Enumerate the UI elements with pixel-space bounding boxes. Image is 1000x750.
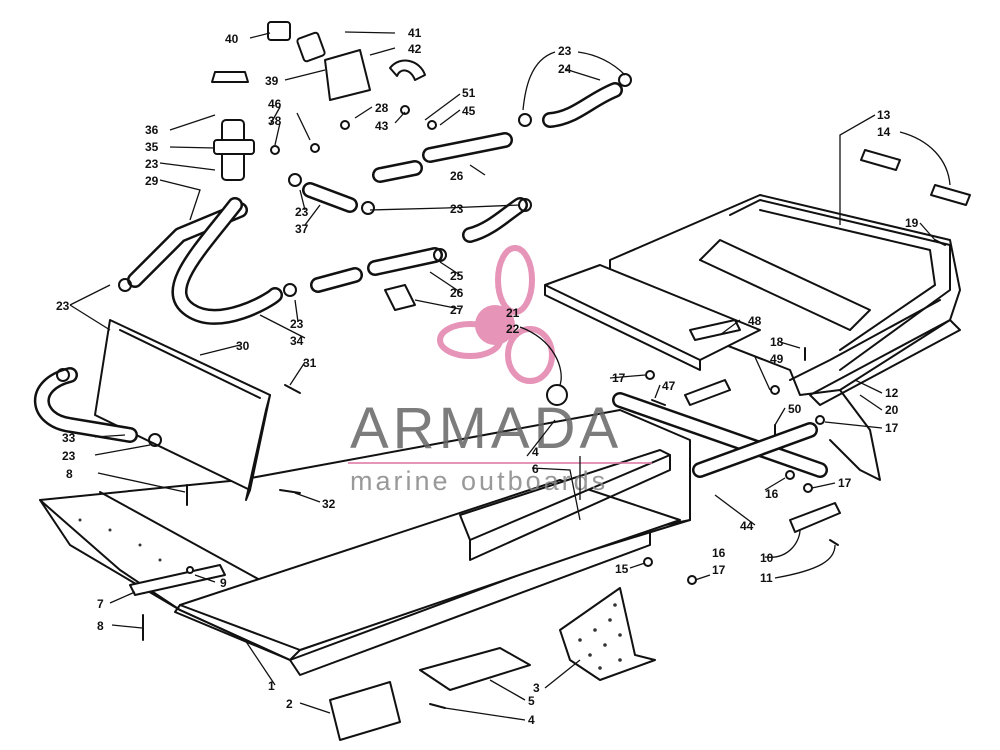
callout-23-f: 23: [56, 299, 70, 313]
callout-29: 29: [145, 174, 159, 188]
callout-50: 50: [788, 402, 802, 416]
callout-10: 10: [760, 551, 774, 565]
callout-47: 47: [662, 379, 676, 393]
callout-2: 2: [286, 697, 293, 711]
callout-49: 49: [770, 352, 784, 366]
callout-18: 18: [770, 335, 784, 349]
support-tube: [612, 392, 828, 478]
callout-34: 34: [290, 334, 304, 348]
callout-26-a: 26: [450, 169, 464, 183]
callout-43: 43: [375, 119, 389, 133]
callout-23-e: 23: [290, 317, 304, 331]
callout-15: 15: [615, 562, 629, 576]
callout-26-b: 26: [450, 286, 464, 300]
heat-exchanger: [94, 319, 271, 501]
watermark-tagline: marine outboards: [350, 466, 608, 496]
callout-41: 41: [408, 26, 422, 40]
callout-36: 36: [145, 123, 159, 137]
callout-21: 21: [506, 306, 520, 320]
armada-watermark: ARMADA marine outboards: [348, 245, 652, 496]
callout-5: 5: [528, 694, 535, 708]
callout-8-b: 8: [97, 619, 104, 633]
callout-3: 3: [533, 681, 540, 695]
callout-19: 19: [905, 216, 919, 230]
callout-23-d: 23: [450, 202, 464, 216]
callout-8-a: 8: [66, 467, 73, 481]
callout-12: 12: [885, 386, 899, 400]
callout-4-b: 4: [528, 713, 535, 727]
callout-23-a: 23: [558, 44, 572, 58]
hardware: [142, 105, 971, 709]
propeller-logo: [437, 245, 555, 384]
callout-1: 1: [268, 679, 275, 693]
callout-42: 42: [408, 42, 422, 56]
callout-27: 27: [450, 303, 464, 317]
callout-48: 48: [748, 314, 762, 328]
callout-33: 33: [62, 431, 76, 445]
callout-45: 45: [462, 104, 476, 118]
callout-23-c: 23: [295, 205, 309, 219]
callout-16-a: 16: [765, 487, 779, 501]
callout-44: 44: [740, 519, 754, 533]
hose-clamps: [56, 73, 632, 447]
callout-25: 25: [450, 269, 464, 283]
callout-9: 9: [220, 576, 227, 590]
callout-30: 30: [236, 339, 250, 353]
callout-labels: 40 41 42 39 23 24 51 45 46 38 28 43 36 3…: [56, 26, 919, 727]
thermostat-housing: [211, 21, 426, 181]
callout-38: 38: [268, 114, 282, 128]
callout-16-b: 16: [712, 546, 726, 560]
callout-4-a: 4: [532, 445, 539, 459]
callout-35: 35: [145, 140, 159, 154]
callout-7: 7: [97, 597, 104, 611]
callout-6: 6: [532, 462, 539, 476]
callout-20: 20: [885, 403, 899, 417]
callout-39: 39: [265, 74, 279, 88]
callout-17-a: 17: [612, 371, 626, 385]
callout-51: 51: [462, 86, 476, 100]
angle-strip: [459, 449, 671, 561]
callout-11: 11: [760, 571, 773, 585]
callout-13: 13: [877, 108, 891, 122]
callout-17-b: 17: [885, 421, 899, 435]
pad: [419, 647, 531, 691]
callout-37: 37: [295, 222, 309, 236]
callout-40: 40: [225, 32, 239, 46]
reflector-plate: [329, 681, 401, 741]
callout-22: 22: [506, 322, 520, 336]
callout-14: 14: [877, 125, 891, 139]
callout-24: 24: [558, 62, 572, 76]
callout-23-b: 23: [145, 157, 159, 171]
callout-32: 32: [322, 497, 336, 511]
watermark-brand: ARMADA: [350, 396, 622, 461]
leader-lines: [69, 31, 951, 721]
callout-31: 31: [303, 356, 317, 370]
callout-17-d: 17: [712, 563, 726, 577]
callout-28: 28: [375, 101, 389, 115]
rear-frame: [609, 194, 961, 481]
coolant-hoses: [33, 82, 623, 443]
callout-17-c: 17: [838, 476, 852, 490]
callout-46: 46: [268, 97, 282, 111]
mounting-bracket: [559, 587, 656, 681]
callout-23-g: 23: [62, 449, 76, 463]
